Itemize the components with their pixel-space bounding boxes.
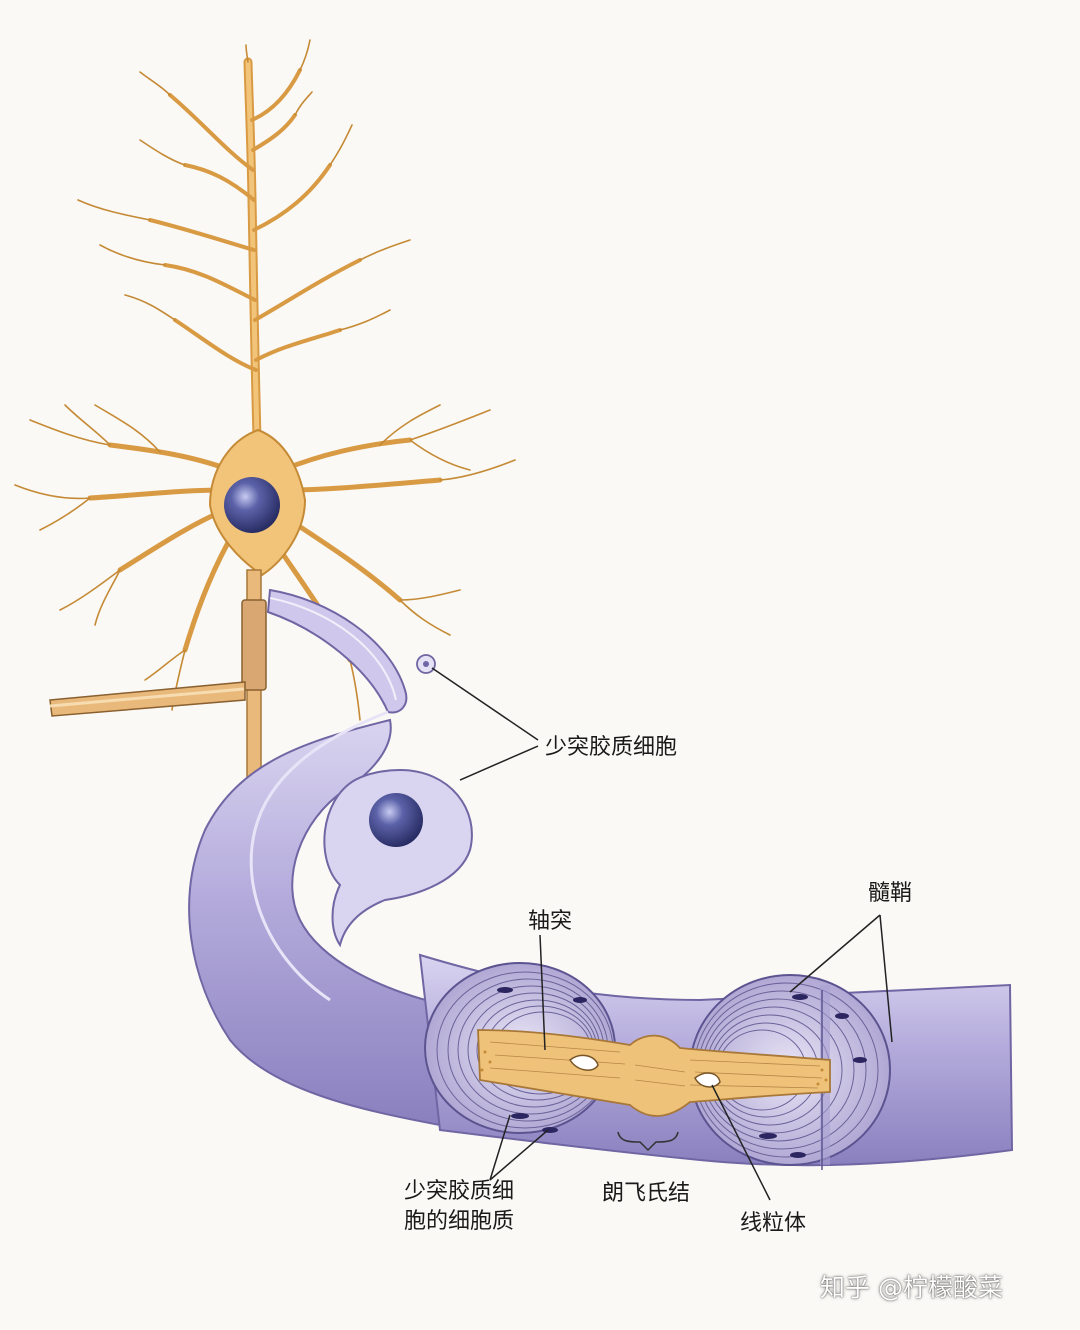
label-oligodendrocyte: 少突胶质细胞: [545, 735, 678, 760]
oligodendrocyte-body: [323, 768, 473, 948]
label-oligo-cytoplasm-line2: 胞的细胞质: [404, 1209, 515, 1234]
mitochondrion-b: [694, 1072, 721, 1088]
myelinated-axon-segment: [188, 718, 447, 1127]
label-node-of-ranvier: 朗飞氏结: [602, 1181, 691, 1206]
oligodendrocyte-nucleus: [369, 793, 423, 847]
label-oligo-cytoplasm-line1: 少突胶质细: [404, 1179, 515, 1204]
label-axon: 轴突: [528, 909, 573, 934]
leader-lines: [431, 667, 893, 1201]
neuron-nucleus: [224, 477, 280, 533]
watermark: 知乎 @柠檬酸菜: [820, 1273, 1003, 1302]
mitochondrion-a: [568, 1054, 599, 1071]
label-myelin-sheath: 髓鞘: [868, 881, 913, 906]
axon-core: [477, 1029, 831, 1117]
label-mitochondrion: 线粒体: [740, 1211, 807, 1236]
glial-process-upper: [266, 588, 408, 714]
axon-collaterals: [49, 569, 267, 781]
node-brace: [617, 1131, 679, 1152]
